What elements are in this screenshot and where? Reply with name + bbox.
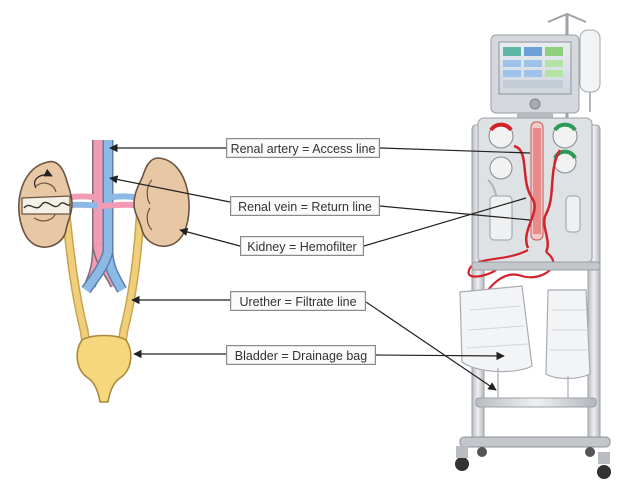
connector-lines bbox=[109, 143, 531, 391]
label-renal-vein: Renal vein = Return line bbox=[230, 196, 380, 216]
renal-vein-arrow bbox=[109, 175, 231, 203]
label-kidney: Kidney = Hemofilter bbox=[240, 236, 364, 256]
drainage-bag-right bbox=[545, 289, 591, 380]
filtrate-arrow bbox=[365, 301, 497, 391]
label-urether: Urether = Filtrate line bbox=[230, 291, 366, 311]
iv-bag bbox=[579, 29, 601, 93]
bladder-arrow-right bbox=[375, 351, 505, 361]
drainage-bag-left bbox=[459, 285, 533, 373]
label-renal-artery: Renal artery = Access line bbox=[226, 138, 380, 158]
red-tubing bbox=[467, 249, 529, 278]
kidney-cutaway bbox=[21, 195, 71, 215]
wheel bbox=[455, 457, 469, 471]
crrt-machine bbox=[455, 12, 611, 479]
anatomy-illustration bbox=[18, 140, 190, 403]
kidney-arrow bbox=[179, 227, 241, 247]
right-kidney bbox=[133, 157, 190, 248]
label-bladder: Bladder = Drainage bag bbox=[226, 345, 376, 365]
bladder bbox=[76, 334, 132, 403]
